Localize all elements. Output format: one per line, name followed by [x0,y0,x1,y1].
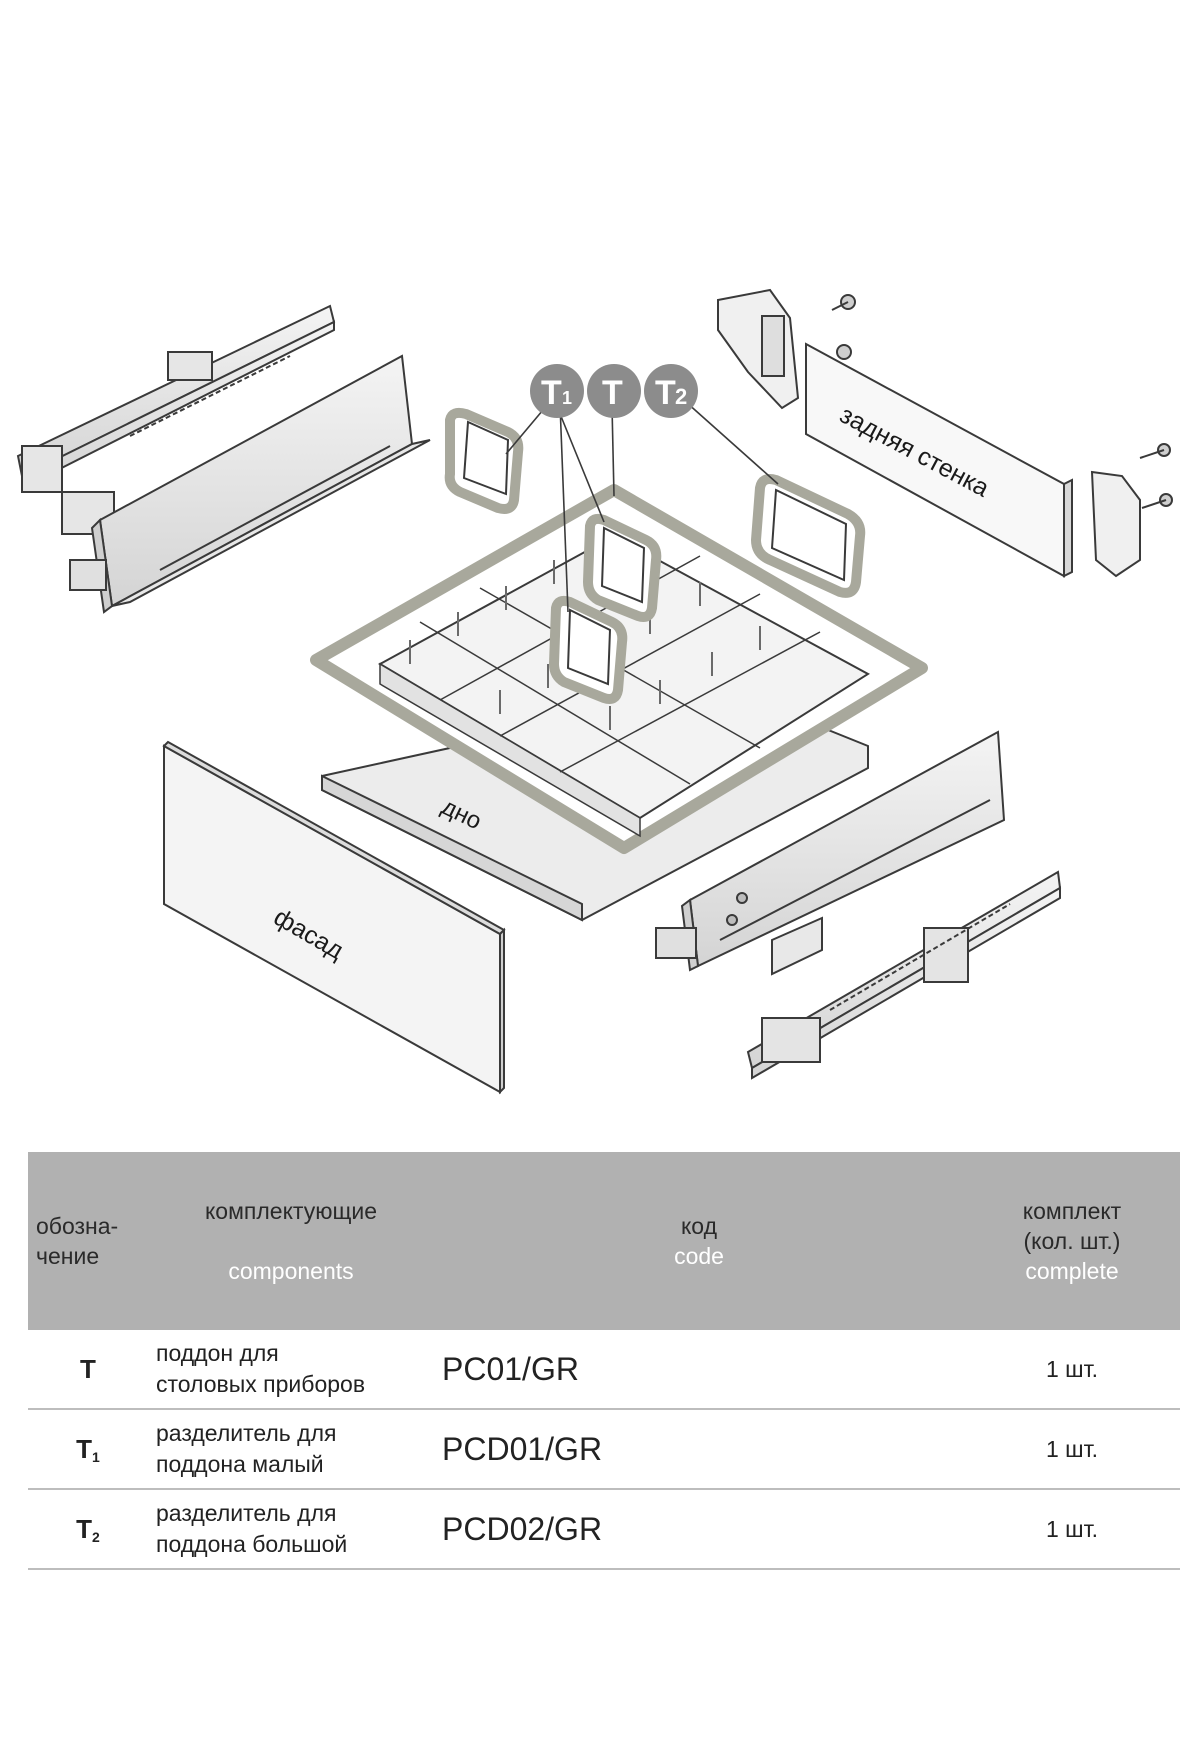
row-mark-main: T [76,1513,93,1544]
right-wall-bracket [771,916,823,976]
header-quantity-en: complete [1025,1258,1119,1284]
facade-panel [162,740,506,1095]
header-quantity: комплект (кол. шт.) complete [964,1152,1180,1330]
row-mark: T1 [28,1409,148,1490]
divider-t1-in-tray-front [548,595,628,704]
row-mark: T2 [28,1489,148,1570]
divider-t1-loose [444,407,524,514]
row-code: PCD02/GR [434,1489,964,1570]
row-quantity: 1 шт. [964,1409,1180,1490]
badge-t: T [587,364,641,418]
header-quantity-ru-1: комплект [1022,1198,1122,1224]
row-code: PC01/GR [434,1330,964,1410]
badge-t-main: T [602,374,623,412]
row-mark-sub: 1 [92,1448,100,1465]
divider-t2-loose [750,474,866,598]
leader-lines [505,401,779,613]
row-mark-main: T [80,1353,96,1384]
header-components-en: components [228,1258,354,1284]
row-mark-main: T [76,1433,93,1464]
table-header-row: обозна- чение комплектующие components к… [28,1152,1180,1330]
header-quantity-ru-2: (кол. шт.) [1023,1228,1121,1254]
header-code: код code [434,1152,964,1330]
row-mark-sub: 2 [92,1528,100,1545]
badge-t1: T 1 [530,364,584,418]
back-wall-bracket-right [1090,443,1173,578]
divider-t1-in-tray-back [582,513,662,622]
table-row: T поддон для столовых приборов PC01/GR 1… [28,1330,1180,1410]
header-code-ru: код [680,1213,718,1239]
back-wall-bracket-left [717,288,856,410]
badge-t1-main: T [541,374,562,412]
components-table: обозна- чение комплектующие components к… [28,1152,1180,1570]
table-row: T2 разделитель для поддона большой PCD02… [28,1489,1180,1570]
header-mark: обозна- чение [28,1152,148,1330]
table-row: T1 разделитель для поддона малый PCD01/G… [28,1409,1180,1490]
header-mark-ru-1: обозна- [36,1213,119,1239]
exploded-drawer-diagram: задняя стенка дно [16,288,1173,1095]
badge-t2-main: T [655,374,676,412]
row-mark: T [28,1330,148,1410]
row-quantity: 1 шт. [964,1489,1180,1570]
badge-t2: T 2 [644,364,698,418]
back-wall-panel [805,342,1073,578]
badge-t2-sub: 2 [675,384,687,409]
right-runner-rail [746,870,1062,1080]
row-component: разделитель для поддона большой [148,1489,434,1570]
header-mark-ru-2: чение [36,1243,100,1269]
header-components-ru: комплектующие [204,1198,378,1224]
left-drawer-side [69,354,431,614]
row-quantity: 1 шт. [964,1330,1180,1410]
right-drawer-side [655,730,1006,972]
badge-t1-sub: 1 [562,388,572,408]
row-component: поддон для столовых приборов [148,1330,434,1410]
row-code: PCD01/GR [434,1409,964,1490]
header-code-en: code [674,1243,724,1269]
header-components: комплектующие components [148,1152,434,1330]
row-component: разделитель для поддона малый [148,1409,434,1490]
